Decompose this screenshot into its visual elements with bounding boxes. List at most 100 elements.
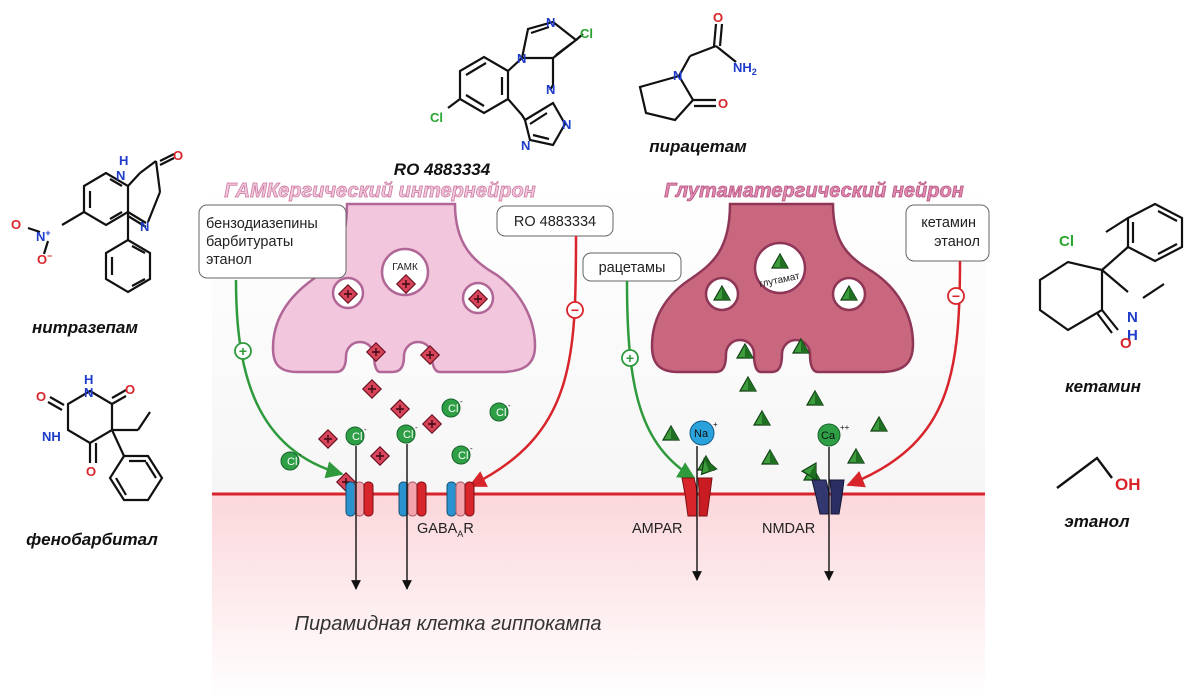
glu-activation-arrow (625, 280, 696, 480)
svg-text:Ca: Ca (821, 430, 836, 442)
svg-text:++: ++ (840, 423, 850, 432)
glu-pos-modulator-text: рацетамы (599, 260, 666, 276)
ket-atom-n: N (1127, 309, 1138, 326)
phen-atom-nh: NH (42, 429, 61, 444)
gabaa-receptor-3 (446, 481, 475, 517)
nitrazepam-atoms: H N O N O N+ O− (11, 148, 183, 267)
gaba-minus-marker: − (566, 301, 584, 319)
cl-ion: Cl- (396, 423, 418, 444)
gaba-vesicles (331, 247, 495, 315)
ro-atom-n5: N (521, 138, 530, 153)
ro4883334-atoms: N N N N N Cl Cl (430, 15, 593, 153)
gaba-transmitter-label: ГАМК (392, 262, 418, 273)
gaba-vesicle-center (380, 247, 430, 297)
ro4883334-structure (447, 20, 584, 147)
glu-positive-modulator-box (582, 252, 682, 282)
phenobarbital-structure (47, 389, 164, 502)
gabaa-receptor-2 (398, 481, 427, 517)
piracetam-atoms: N O O NH2 (673, 10, 757, 111)
nitr-atom-n2: N (140, 219, 149, 234)
svg-text:Cl: Cl (458, 450, 468, 462)
svg-text:−: − (952, 288, 960, 304)
svg-text:Cl: Cl (352, 431, 362, 443)
svg-text:+: + (626, 350, 634, 366)
glu-inhibition-arrow (846, 260, 962, 488)
postsynaptic-cell-body (212, 494, 985, 699)
ketamine-structure (1038, 202, 1184, 334)
svg-text:Cl: Cl (287, 456, 297, 468)
ethanol-structure (1056, 456, 1113, 489)
piracetam-structure (638, 23, 737, 122)
glu-neg-modulators-text: кетамин этанол (921, 215, 980, 250)
ethanol-name: этанол (1064, 512, 1130, 531)
gaba-pos-modulators-text: бензодиазепины барбитураты этанол (206, 216, 322, 268)
svg-text:-: - (364, 425, 367, 434)
svg-text:-: - (460, 397, 463, 406)
ro-atom-n4: N (562, 117, 571, 132)
gabaa-receptor-label: GABAAR (417, 521, 474, 539)
gaba-plus-marker: + (234, 342, 252, 360)
svg-text:-: - (470, 444, 473, 453)
cl-ion: Cl- (441, 397, 463, 418)
ket-atom-cl: Cl (1059, 233, 1074, 250)
glu-negative-modulators-box (905, 204, 990, 262)
pir-atom-o2: O (718, 96, 728, 111)
phen-atom-o1: O (36, 389, 46, 404)
svg-text:Na: Na (694, 428, 709, 440)
svg-text:+: + (713, 420, 718, 429)
pir-atom-o1: O (713, 10, 723, 25)
phen-atom-h1: H (84, 372, 93, 387)
svg-text:Cl: Cl (496, 407, 506, 419)
svg-text:−: − (571, 302, 579, 318)
glu-minus-marker: − (947, 287, 965, 305)
ro4883334-name: RO 4883334 (394, 160, 491, 179)
piracetam-name: пирацетам (649, 137, 747, 156)
glutamatergic-neuron-title: Глутаматергический нейрон (664, 180, 964, 202)
phen-atom-o2: O (125, 382, 135, 397)
ampa-receptor (681, 455, 718, 517)
gaba-interneuron-title: ГАМКергический интернейрон (224, 180, 536, 202)
svg-text:Cl: Cl (448, 403, 458, 415)
ro-atom-cl1: Cl (580, 26, 593, 41)
cl-ion: Cl- (489, 401, 511, 422)
ro-atom-cl2: Cl (430, 110, 443, 125)
chloride-ions: Cl- Cl- Cl- Cl- Cl- Cl- (280, 397, 511, 471)
nitrazepam-name: нитразепам (32, 318, 138, 337)
svg-text:+: + (239, 343, 247, 359)
ro-atom-n3: N (546, 82, 555, 97)
nitrazepam-structure (27, 153, 175, 294)
ketamine-name: кетамин (1065, 377, 1141, 396)
pir-atom-n: N (673, 68, 682, 83)
gaba-negative-modulator-box (496, 205, 614, 237)
ketamine-atoms: Cl N H O (1059, 233, 1138, 352)
ro-atom-n1: N (517, 51, 526, 66)
svg-text:Cl: Cl (403, 429, 413, 441)
nitr-atom-n1: N (116, 168, 125, 183)
nmda-receptor (801, 458, 845, 515)
svg-text:-: - (415, 423, 418, 432)
gabaa-receptor-1 (345, 481, 374, 517)
cl-ion: Cl- (451, 444, 473, 465)
ampa-receptor-label: AMPAR (632, 521, 683, 537)
svg-text:-: - (508, 401, 511, 410)
svg-text:-: - (299, 450, 302, 459)
calcium-ion: Ca ++ (817, 423, 850, 447)
ket-atom-h: H (1127, 327, 1138, 344)
nitr-atom-h: H (119, 153, 128, 168)
eth-atom-oh: OH (1115, 475, 1141, 494)
gaba-activation-arrow (234, 279, 344, 479)
cl-ion: Cl- (345, 425, 367, 446)
phen-atom-n1: N (84, 385, 93, 400)
gaba-neg-modulator-text: RO 4883334 (514, 214, 596, 230)
nitr-nitro-o2: O− (37, 251, 52, 267)
phenobarbital-atoms: H N O O NH O (36, 372, 135, 479)
pir-atom-nh2: NH2 (733, 60, 757, 77)
sodium-ion: Na + (689, 420, 718, 446)
glu-plus-marker: + (621, 349, 639, 367)
nitr-nitro-o1: O (11, 217, 21, 232)
phenobarbital-name: фенобарбитал (26, 530, 158, 549)
ro-atom-n2: N (546, 15, 555, 30)
gaba-inhibition-arrow (468, 235, 578, 488)
cl-ion: Cl- (280, 450, 302, 471)
